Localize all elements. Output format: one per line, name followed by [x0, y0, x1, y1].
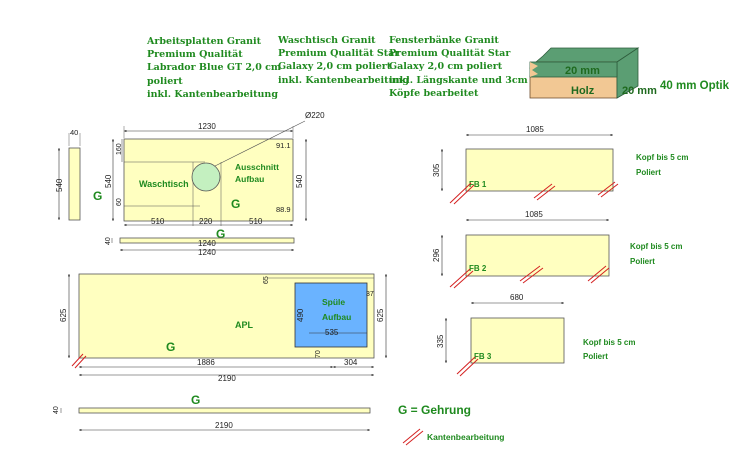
apl-height-right: 625	[376, 308, 385, 322]
fb1-note-line-1: Kopf bis 5 cm	[636, 153, 688, 162]
fb3-label: FB 3	[474, 352, 492, 361]
bottom-strip-thickness: 40	[53, 406, 60, 414]
waschtisch-group: 40 540 Ø220 Waschtisch Ausschnitt Aufbau…	[55, 111, 325, 257]
fb2-group: 1085 296 FB 2 Kopf bis 5 cm Poliert	[432, 210, 685, 289]
legend-kanten: Kantenbearbeitung	[427, 432, 504, 442]
edge-optik-detail: 20 mm Holz 20 mm 40 mm Optik	[529, 47, 730, 99]
legend: G = Gehrung Kantenbearbeitung	[398, 403, 504, 446]
seg-510-right: 510	[249, 217, 263, 226]
fb2-note-line-2: Poliert	[630, 257, 655, 266]
fb3-panel	[470, 317, 565, 364]
note-arbeitsplatten: Arbeitsplatten Granit Premium Qualität L…	[147, 36, 281, 100]
waschtisch-label: Waschtisch	[139, 179, 189, 189]
optik-wood-label: Holz	[571, 85, 595, 97]
gehrung-mark-panel: G	[231, 197, 240, 211]
fb3-note-line-1: Kopf bis 5 cm	[583, 338, 635, 347]
fb1-note-line-2: Poliert	[636, 168, 661, 177]
fb1-height: 305	[432, 163, 441, 177]
apl-group: Spüle Aufbau 490 535 65 37 70 APL G 625 …	[59, 273, 388, 383]
apl-height-left: 625	[59, 308, 68, 322]
waschtisch-width: 1230	[198, 122, 216, 131]
seg-220: 220	[199, 217, 213, 226]
optik-top-label: 20 mm	[565, 65, 600, 77]
waschtisch-height-right: 540	[295, 174, 304, 188]
bottom-strip-group: G 40 2190	[53, 393, 371, 432]
waschtisch-front-strip	[119, 237, 295, 244]
bottom-strip	[78, 407, 371, 414]
bottom-strip-length: 2190	[215, 421, 233, 430]
apl-total: 2190	[218, 374, 236, 383]
sink-cutout	[294, 282, 368, 348]
fb1-width: 1085	[526, 125, 544, 134]
waschtisch-right-bottom: 88.9	[276, 205, 291, 214]
stone-front-layer	[616, 47, 639, 99]
cutout-label: Ausschnitt Aufbau	[235, 162, 281, 184]
optik-title: 40 mm Optik	[660, 80, 730, 92]
apl-seg-1886: 1886	[197, 358, 215, 367]
sink-width: 535	[325, 328, 339, 337]
fb2-panel	[465, 234, 610, 277]
sink-height: 490	[296, 308, 305, 322]
fb3-width: 680	[510, 293, 524, 302]
side-strip-length: 540	[55, 178, 64, 192]
note-fensterbaenke: Fensterbänke Granit Premium Qualität Sta…	[389, 35, 528, 99]
kanten-mark-fb2	[449, 265, 610, 289]
waschtisch-side-strip	[68, 147, 81, 221]
sink-line-2: Aufbau	[322, 312, 351, 322]
cutout-line-1: Ausschnitt	[235, 162, 279, 172]
waschtisch-height-left: 540	[104, 174, 113, 188]
note-waschtisch: Waschtisch Granit Premium Qualität Star …	[278, 35, 409, 86]
bottom-strip-gehrung: G	[191, 393, 200, 407]
kanten-mark-apl	[71, 353, 87, 369]
seg-510-left: 510	[151, 217, 165, 226]
apl-dim-65: 65	[263, 276, 270, 284]
sink-line-1: Spüle	[322, 297, 345, 307]
waschtisch-dim-60: 60	[116, 198, 123, 206]
fb3-note: Kopf bis 5 cm Poliert	[583, 338, 638, 361]
sink-label: Spüle Aufbau	[322, 297, 351, 322]
fb1-note: Kopf bis 5 cm Poliert	[636, 153, 691, 177]
fb1-label: FB 1	[469, 180, 487, 189]
front-strip-thickness: 40	[105, 237, 112, 245]
waschtisch-basin	[191, 162, 221, 192]
cutout-line-2: Aufbau	[235, 174, 264, 184]
front-strip-length-1: 1240	[198, 239, 216, 248]
waschtisch-dim-160: 160	[116, 143, 123, 155]
front-strip-length-2: 1240	[198, 248, 216, 257]
kanten-mark-fb1	[449, 181, 619, 205]
legend-gehrung: G = Gehrung	[398, 403, 471, 417]
apl-label: APL	[235, 320, 254, 330]
legend-kanten-icon	[402, 428, 424, 446]
fb2-width: 1085	[525, 210, 543, 219]
gehrung-mark-under: G	[216, 227, 225, 241]
gehrung-mark-apl: G	[166, 340, 175, 354]
fb3-note-line-2: Poliert	[583, 352, 608, 361]
optik-front-label: 20 mm	[622, 85, 657, 97]
gehrung-mark-left: G	[93, 189, 102, 203]
fb3-group: 680 335 FB 3 Kopf bis 5 cm Poliert	[436, 293, 638, 377]
fb2-note: Kopf bis 5 cm Poliert	[630, 242, 685, 266]
side-strip-thickness: 40	[70, 128, 78, 137]
fb2-height: 296	[432, 248, 441, 262]
basin-diameter: Ø220	[305, 111, 325, 120]
fb1-group: 1085 305 FB 1 Kopf bis 5 cm Poliert	[432, 125, 691, 205]
fb1-panel	[465, 148, 614, 192]
apl-seg-304: 304	[344, 358, 358, 367]
waschtisch-right-top: 91.1	[276, 141, 291, 150]
fb3-height: 335	[436, 334, 445, 348]
kanten-mark-fb3	[456, 356, 479, 377]
apl-dim-37: 37	[366, 291, 374, 298]
fb2-label: FB 2	[469, 264, 487, 273]
fb2-note-line-1: Kopf bis 5 cm	[630, 242, 682, 251]
apl-dim-70: 70	[315, 350, 322, 358]
